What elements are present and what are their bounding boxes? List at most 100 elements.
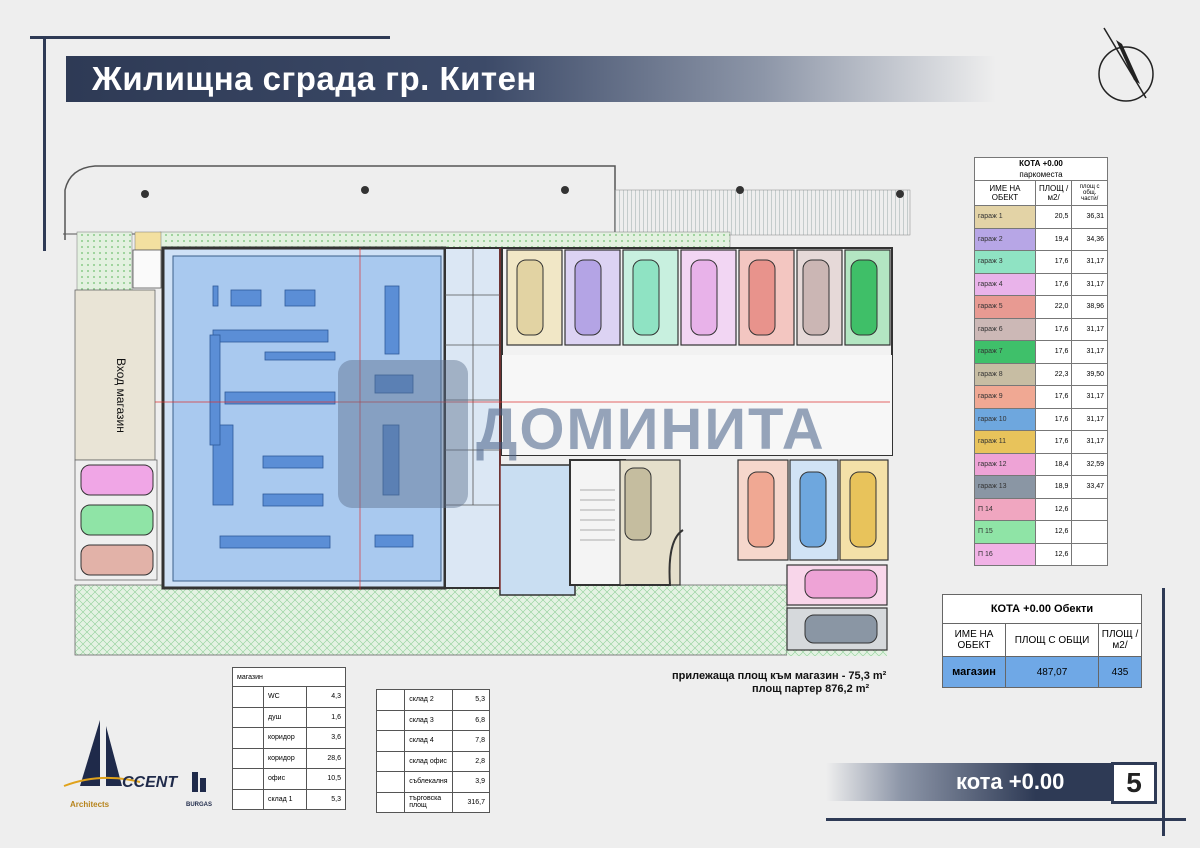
room-name: офис [263, 768, 307, 790]
parking-total: 31,17 [1071, 272, 1108, 296]
room-spacer [375, 750, 406, 772]
room-area: 3,6 [306, 727, 346, 749]
room-spacer [232, 727, 264, 749]
room-name: склад 3 [404, 709, 453, 731]
parking-area: 18,9 [1034, 475, 1073, 499]
room-spacer [375, 689, 406, 711]
parking-total: 34,36 [1071, 227, 1108, 251]
bottom-frame-line [826, 818, 1186, 821]
parking-total: 33,47 [1071, 475, 1108, 499]
parking-total: 38,96 [1071, 295, 1108, 319]
objects-row-name: магазин [942, 656, 1006, 688]
room-area: 7,8 [451, 730, 491, 752]
parking-area: 12,6 [1034, 542, 1073, 566]
parking-area: 17,6 [1034, 340, 1073, 364]
logo-sub2: BURGAS [186, 802, 213, 808]
parking-total: 31,17 [1071, 430, 1108, 454]
room-name: душ [263, 706, 307, 728]
parking-area: 17,6 [1034, 385, 1073, 409]
room-area: 3,9 [451, 771, 491, 793]
entrance-label: Вход магазин [114, 358, 128, 433]
watermark-text: ДОМИНИТА [476, 397, 826, 462]
room-spacer [375, 771, 406, 793]
parking-name: гараж 4 [974, 272, 1036, 296]
parking-area: 12,6 [1034, 497, 1073, 521]
parking-area: 17,6 [1034, 430, 1073, 454]
right-frame-line [1162, 588, 1165, 836]
room-area: 2,8 [451, 750, 491, 772]
footer-level: кота +0.00 [956, 769, 1065, 794]
parking-name: гараж 7 [974, 340, 1036, 364]
parking-total: 31,17 [1071, 407, 1108, 431]
parking-area: 17,6 [1034, 272, 1073, 296]
parking-table-title: КОТА +0.00 [1019, 159, 1063, 168]
room-name: коридор [263, 727, 307, 749]
parking-area: 22,0 [1034, 295, 1073, 319]
parking-name: П 14 [974, 497, 1036, 521]
parking-name: гараж 8 [974, 362, 1036, 386]
objects-row-area: 435 [1098, 656, 1142, 688]
objects-row-total: 487,07 [1005, 656, 1099, 688]
parking-total [1071, 520, 1108, 544]
room-spacer [232, 747, 264, 769]
parking-total: 32,59 [1071, 452, 1108, 476]
parking-total: 31,17 [1071, 317, 1108, 341]
room-name: склад 4 [404, 730, 453, 752]
parking-name: П 16 [974, 542, 1036, 566]
room-name: склад 1 [263, 788, 307, 810]
ground-area-note: площ партер 876,2 m² [752, 683, 870, 695]
floor-plan [63, 165, 911, 656]
parking-area: 19,4 [1034, 227, 1073, 251]
parking-name: гараж 2 [974, 227, 1036, 251]
parking-col-area: ПЛОЩ /м2/ [1034, 180, 1073, 206]
footer-band [826, 763, 1126, 801]
parking-total [1071, 497, 1108, 521]
room-spacer [232, 686, 264, 708]
objects-table: КОТА +0.00 Обекти ИМЕ НА ОБЕКТ ПЛОЩ С ОБ… [942, 594, 1142, 688]
parking-area: 18,4 [1034, 452, 1073, 476]
room-name: търговска площ [404, 791, 453, 813]
parking-table: КОТА +0.00 паркоместа ИМЕ НА ОБЕКТ ПЛОЩ … [974, 157, 1108, 566]
page-number: 5 [1111, 762, 1157, 804]
room-area: 28,6 [306, 747, 346, 769]
top-frame-line [30, 36, 390, 39]
room-name: склад 2 [404, 689, 453, 711]
page-title: Жилищна сграда гр. Китен [92, 60, 537, 97]
room-name: съблекалня [404, 771, 453, 793]
parking-name: П 15 [974, 520, 1036, 544]
room-area: 5,3 [451, 689, 491, 711]
parking-area: 12,6 [1034, 520, 1073, 544]
objects-table-title: КОТА +0.00 Обекти [942, 594, 1142, 624]
room-spacer [232, 706, 264, 728]
parking-total: 39,50 [1071, 362, 1108, 386]
room-spacer [375, 730, 406, 752]
parking-name: гараж 5 [974, 295, 1036, 319]
parking-col-total: площ с общ. части/ [1071, 180, 1108, 206]
objects-col-area: ПЛОЩ /м2/ [1098, 623, 1142, 657]
parking-name: гараж 13 [974, 475, 1036, 499]
room-name: коридор [263, 747, 307, 769]
parking-name: гараж 9 [974, 385, 1036, 409]
parking-name: гараж 6 [974, 317, 1036, 341]
